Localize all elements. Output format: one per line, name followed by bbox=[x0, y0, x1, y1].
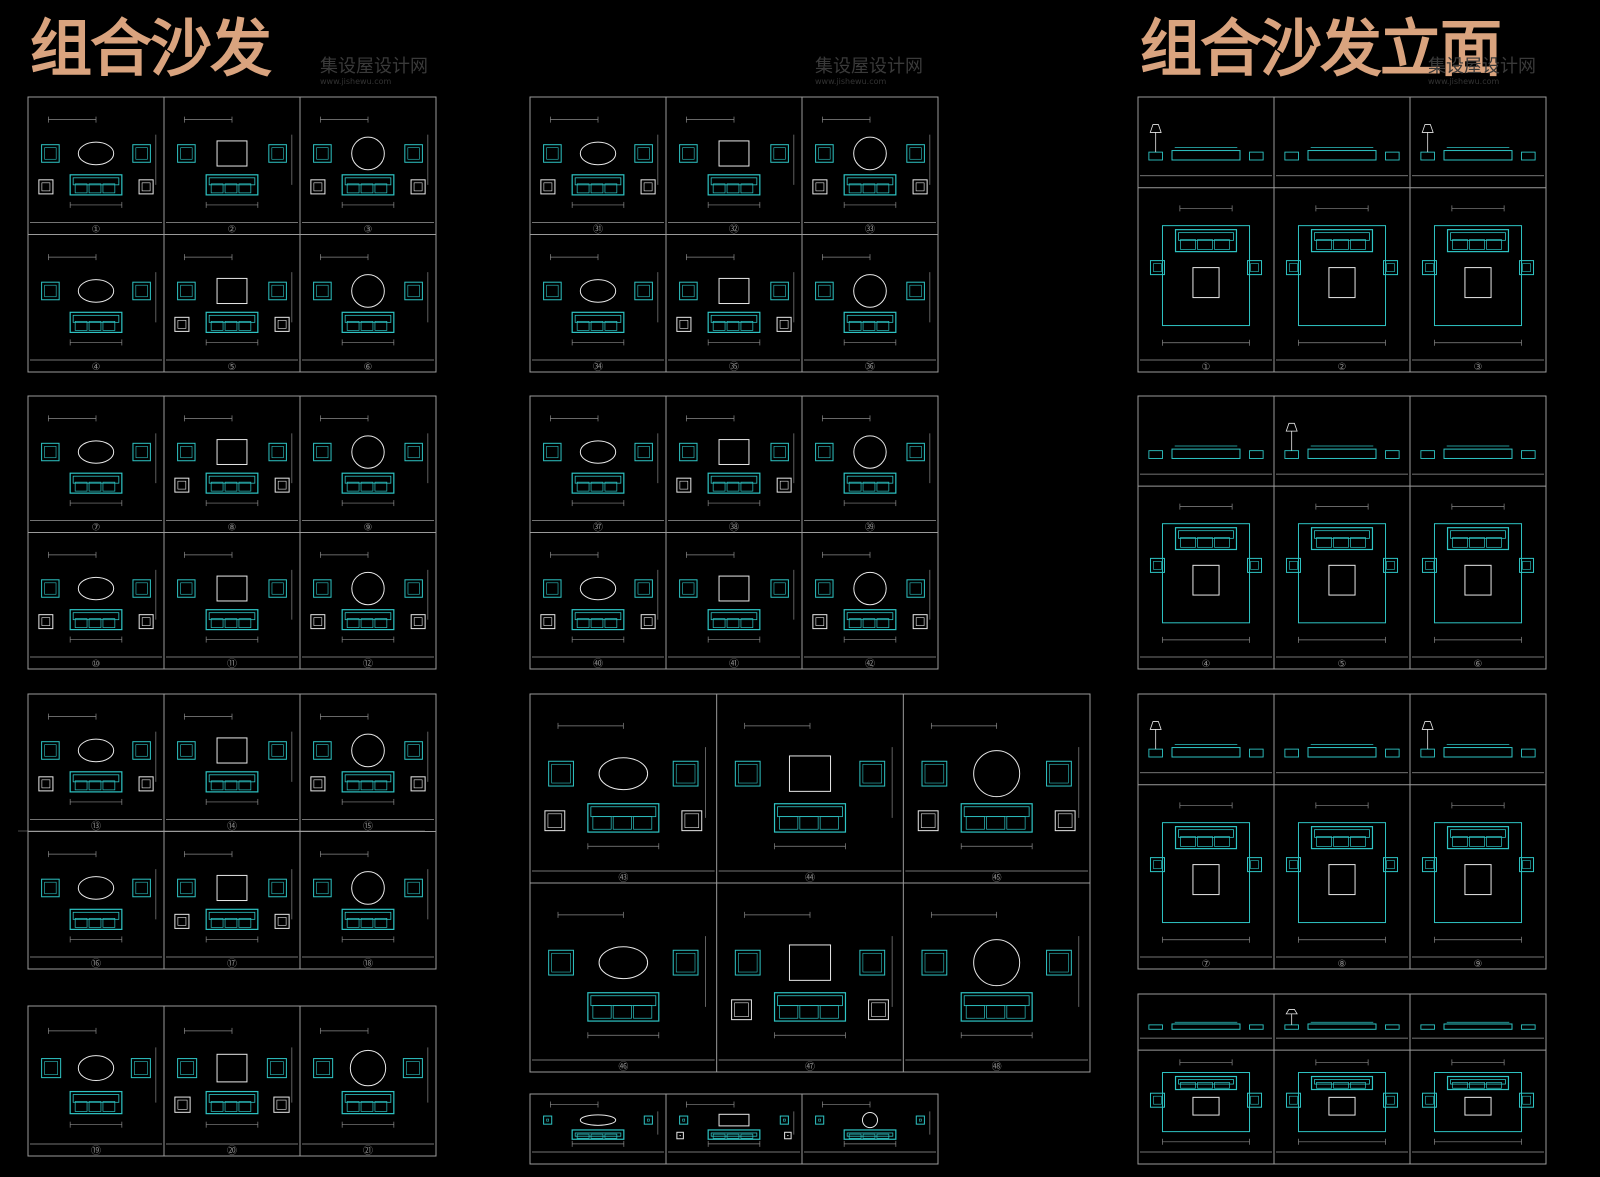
cell-label: ㊺ bbox=[992, 872, 1002, 884]
cell-label: ⑪ bbox=[227, 658, 237, 670]
cell-label: ⑫ bbox=[363, 658, 373, 670]
sheet-C2: ④ ⑤ ⑥ bbox=[1137, 395, 1547, 670]
cell-label: ㊼ bbox=[805, 1061, 815, 1073]
cell-label: ⑰ bbox=[227, 958, 237, 970]
cell-label: ⑬ bbox=[91, 821, 101, 833]
cell-label: ㊷ bbox=[865, 658, 875, 670]
right-title: 组合沙发立面 bbox=[1140, 12, 1502, 85]
cell-label: ⑮ bbox=[363, 821, 373, 833]
sheet-A3: ⑬ ⑭ ⑮ ⑯ ⑰ ⑱ bbox=[27, 693, 437, 970]
cell-label: ④ bbox=[92, 362, 101, 373]
cell-label: ③ bbox=[364, 225, 373, 236]
cell-label: ㉛ bbox=[593, 224, 603, 236]
cell-label: ④ bbox=[1202, 659, 1211, 670]
sheet-B4 bbox=[529, 1093, 939, 1165]
cell-label: ㉑ bbox=[363, 1145, 373, 1157]
cell-label: ⑧ bbox=[1338, 959, 1347, 970]
sheet-A4: ⑲ ⑳ ㉑ bbox=[27, 1005, 437, 1157]
cell-label: ⑧ bbox=[228, 523, 237, 534]
cell-label: ⑭ bbox=[227, 821, 237, 833]
cell-label: ⑨ bbox=[1474, 959, 1483, 970]
cell-label: ⑦ bbox=[92, 523, 101, 534]
cell-label: ㊳ bbox=[729, 522, 739, 534]
cell-label: ② bbox=[1338, 362, 1347, 373]
cell-label: ① bbox=[1202, 362, 1211, 373]
sheet-C1: ① ② ③ bbox=[1137, 96, 1547, 373]
cell-label: ㊲ bbox=[593, 522, 603, 534]
watermark-2: 集设屋设计网 www.jishewu.com bbox=[815, 56, 923, 86]
cell-label: ㊴ bbox=[865, 522, 875, 534]
cell-label: ⑥ bbox=[1474, 659, 1483, 670]
cell-label: ㉞ bbox=[593, 361, 603, 373]
watermark-3: 集设屋设计网 www.jishewu.com bbox=[1428, 56, 1536, 86]
cell-label: ㊹ bbox=[805, 872, 815, 884]
cell-label: ㉝ bbox=[865, 224, 875, 236]
cell-label: ㉜ bbox=[729, 224, 739, 236]
cell-label: ⑤ bbox=[1338, 659, 1347, 670]
sheet-A2: ⑦ ⑧ ⑨ ⑩ ⑪ ⑫ bbox=[27, 395, 437, 670]
cell-label: ㊻ bbox=[618, 1061, 628, 1073]
left-title: 组合沙发 bbox=[30, 12, 272, 85]
sheet-A1: ① ② ③ ④ ⑤ ⑥ bbox=[27, 96, 437, 373]
cell-label: ㊵ bbox=[593, 658, 603, 670]
cell-label: ⑨ bbox=[364, 523, 373, 534]
watermark-1: 集设屋设计网 www.jishewu.com bbox=[320, 56, 428, 86]
sheet-C3: ⑦ ⑧ ⑨ bbox=[1137, 693, 1547, 970]
cell-label: ② bbox=[228, 225, 237, 236]
cell-label: ⑥ bbox=[364, 362, 373, 373]
cell-label: ⑳ bbox=[227, 1145, 237, 1157]
sheet-C4 bbox=[1137, 993, 1547, 1165]
cell-label: ㉟ bbox=[729, 361, 739, 373]
cell-label: ⑩ bbox=[92, 659, 101, 670]
cell-label: ⑦ bbox=[1202, 959, 1211, 970]
cell-label: ㊶ bbox=[729, 658, 739, 670]
cell-label: ㊱ bbox=[865, 361, 875, 373]
cell-label: ⑱ bbox=[363, 958, 373, 970]
cell-label: ③ bbox=[1474, 362, 1483, 373]
cell-label: ⑲ bbox=[91, 1145, 101, 1157]
cell-label: ① bbox=[92, 225, 101, 236]
cell-label: ㊽ bbox=[992, 1061, 1002, 1073]
cell-label: ⑤ bbox=[228, 362, 237, 373]
cell-label: ⑯ bbox=[91, 958, 101, 970]
cell-label: ㊸ bbox=[618, 872, 628, 884]
